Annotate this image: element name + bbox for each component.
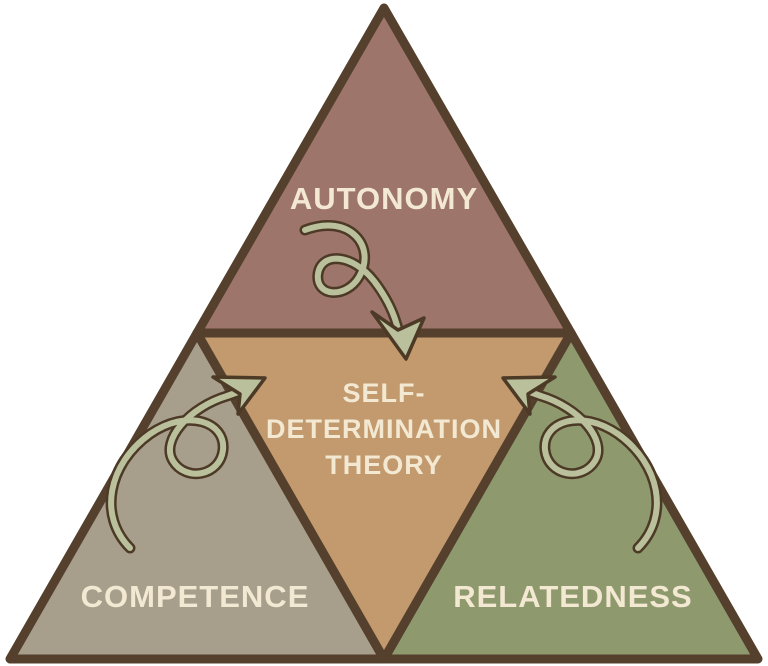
autonomy-triangle [192,3,576,338]
competence-to-center-arrow [105,375,267,554]
autonomy-label: AUTONOMY [290,181,478,216]
center-triangle [192,328,576,664]
center-label-line-1: SELF- [343,378,426,408]
relatedness-arrow-head [501,375,557,416]
relatedness-arrow-shaft [515,385,660,551]
competence-arrow-head [211,375,267,416]
autonomy-arrow-head [370,310,426,361]
autonomy-to-center-arrow [299,220,426,361]
autonomy-arrow-shaft [302,222,403,341]
relatedness-label: RELATEDNESS [453,579,693,614]
competence-arrow-shaft [108,385,253,551]
relatedness-to-center-arrow [501,375,663,554]
center-label-line-3: THEORY [325,450,443,480]
center-label-line-2: DETERMINATION [266,414,502,444]
competence-label: COMPETENCE [81,579,310,614]
